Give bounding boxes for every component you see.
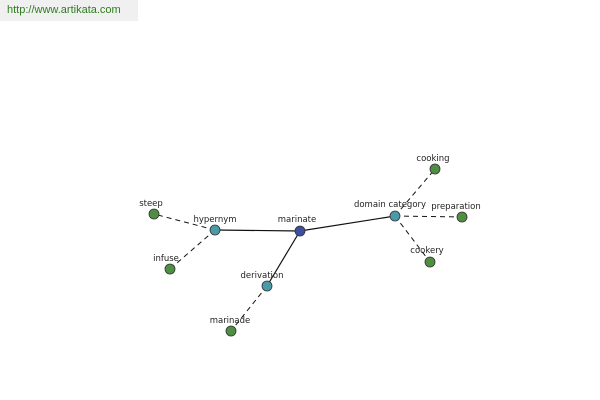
edge-marinate-domain-category [299, 215, 396, 232]
node-derivation[interactable] [261, 280, 273, 292]
node-label-domain-category: domain category [354, 200, 426, 210]
node-label-preparation: preparation [431, 202, 481, 212]
labels-layer: marinate hypernym domain category derivatio… [139, 154, 481, 326]
site-url-watermark[interactable]: http://www.artikata.com [0, 0, 138, 21]
node-label-cooking: cooking [416, 154, 449, 164]
node-marinade[interactable] [225, 325, 237, 337]
node-label-hypernym: hypernym [193, 215, 236, 225]
node-preparation[interactable] [456, 211, 468, 223]
node-label-cookery: cookery [410, 246, 443, 256]
node-cooking[interactable] [429, 163, 441, 175]
nodes-layer [148, 163, 468, 337]
node-label-marinade: marinade [210, 316, 251, 326]
edge-marinate-hypernym [214, 229, 301, 232]
edge-domain-category-cookery [394, 215, 431, 263]
node-steep[interactable] [148, 208, 160, 220]
edges-layer [153, 168, 463, 332]
node-hypernym[interactable] [209, 224, 221, 236]
edge-derivation-marinade [230, 285, 268, 332]
node-marinate[interactable] [294, 225, 306, 237]
node-label-steep: steep [139, 199, 163, 209]
node-cookery[interactable] [424, 256, 436, 268]
node-domain-category[interactable] [389, 210, 401, 222]
node-label-marinate: marinate [278, 215, 317, 225]
node-label-infuse: infuse [153, 254, 179, 264]
edge-domain-category-preparation [394, 215, 463, 218]
edge-hypernym-infuse [169, 229, 216, 270]
edge-marinate-derivation [266, 230, 301, 287]
node-label-derivation: derivation [240, 271, 283, 281]
edge-domain-category-cooking [394, 168, 436, 217]
node-infuse[interactable] [164, 263, 176, 275]
edge-hypernym-steep [153, 213, 216, 231]
